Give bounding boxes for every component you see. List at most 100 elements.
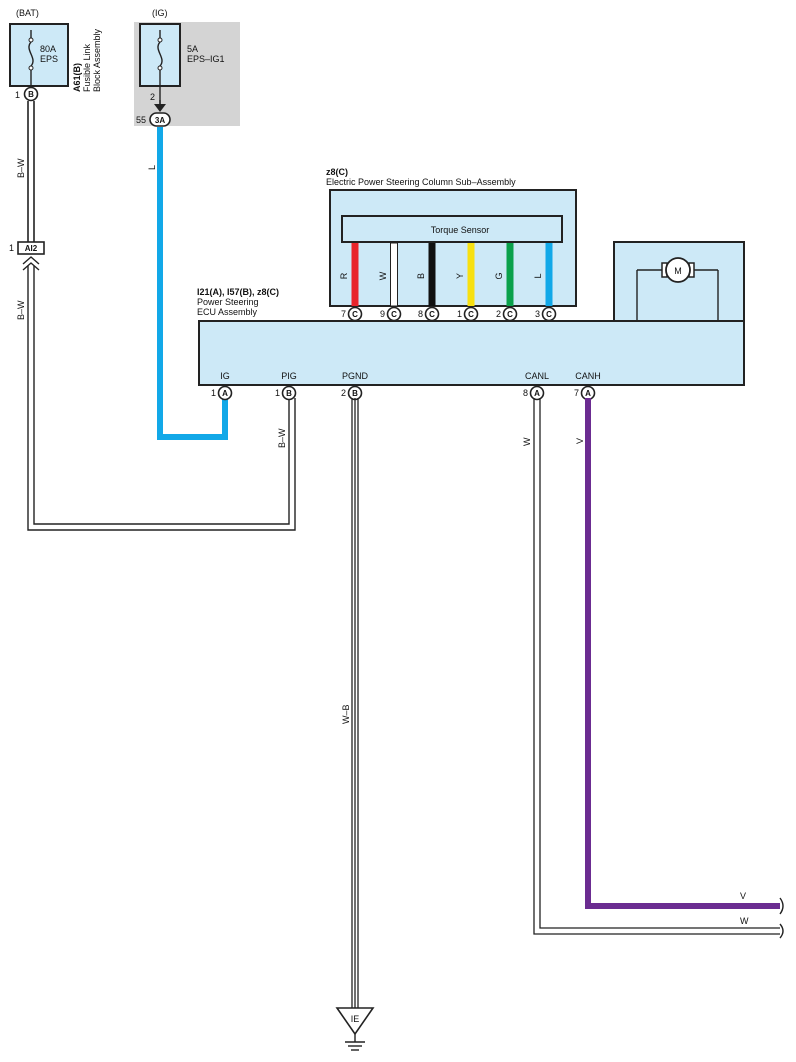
connector-arrow-icon bbox=[154, 104, 166, 112]
ecu-pin-circle bbox=[217, 385, 233, 401]
ecu-box bbox=[198, 320, 745, 386]
pgnd-wire: W–B IE bbox=[335, 398, 375, 1051]
sensor-assembly: z8(C) Electric Power Steering Column Sub… bbox=[326, 167, 577, 335]
ig-fuse-pin-number: 2 bbox=[150, 92, 155, 102]
canl-wire-label: W bbox=[522, 437, 532, 446]
ecu-pin-number: 1 bbox=[211, 388, 216, 398]
torque-pin-number: 2 bbox=[496, 309, 501, 319]
ig-wire-label: L bbox=[147, 165, 157, 170]
torque-sensor-box bbox=[341, 215, 563, 243]
ecu-assembly: I21(A), I57(B), z8(C) Power Steering ECU… bbox=[197, 287, 745, 401]
torque-wire-trq1 bbox=[390, 242, 398, 307]
bat-fuse-rating: 80A bbox=[40, 44, 56, 54]
ecu-terminal-name: CANH bbox=[575, 371, 601, 381]
ig-fuse-node-bottom bbox=[157, 65, 163, 71]
torque-wire-color-label: Y bbox=[455, 273, 465, 279]
torque-sensor-label: Torque Sensor bbox=[431, 225, 490, 235]
bat-assembly-line2: Block Assembly bbox=[92, 28, 102, 92]
ig-fuse-node-top bbox=[157, 37, 163, 43]
ecu-pin-connector: B bbox=[352, 389, 358, 398]
torque-pin-connector: C bbox=[352, 310, 358, 319]
bat-fuse-pin-number: 1 bbox=[15, 90, 20, 100]
torque-wire-color-label: R bbox=[339, 272, 349, 279]
ig-l-wire bbox=[157, 127, 228, 440]
canh-wire-label: V bbox=[575, 438, 585, 444]
bat-wire-lower-b bbox=[33, 266, 290, 525]
bat-fuse-node-bottom bbox=[28, 65, 34, 71]
bat-fuse-node-top bbox=[28, 37, 34, 43]
torque-pin-connector: C bbox=[468, 310, 474, 319]
bat-wire-lower-label: B–W bbox=[16, 300, 26, 320]
bat-fuse-side-labels: A61(B) Fusible Link Block Assembly bbox=[72, 28, 102, 92]
ai2-junction-box bbox=[17, 241, 45, 255]
ecu-title-line3: ECU Assembly bbox=[197, 307, 258, 317]
ground-label: IE bbox=[351, 1014, 360, 1024]
canl-wire-a bbox=[533, 398, 780, 935]
torque-pin-connector: C bbox=[429, 310, 435, 319]
torque-pin-number: 7 bbox=[341, 309, 346, 319]
canl-wire-b bbox=[539, 398, 780, 929]
ecu-pin-number: 2 bbox=[341, 388, 346, 398]
torque-pin-number: 3 bbox=[535, 309, 540, 319]
motor-icon bbox=[665, 257, 691, 283]
connector-chevron-icon bbox=[22, 256, 40, 265]
canh-wire: V V bbox=[575, 398, 784, 915]
ig-junction-connector: 3A bbox=[155, 116, 165, 125]
ecu-pin-number: 7 bbox=[574, 388, 579, 398]
bat-source-label: (BAT) bbox=[16, 8, 39, 18]
out-v-label: V bbox=[740, 891, 746, 901]
bat-assembly-line1: Fusible Link bbox=[82, 43, 92, 92]
fuse-symbol-icon bbox=[28, 41, 34, 67]
bat-fuse-name: EPS bbox=[40, 54, 58, 64]
ecu-pin-number: 8 bbox=[523, 388, 528, 398]
ai2-junction-label: AI2 bbox=[25, 244, 38, 253]
torque-pin-number: 1 bbox=[457, 309, 462, 319]
motor-label: M bbox=[674, 266, 682, 276]
ecu-title-line1: I21(A), I57(B), z8(C) bbox=[197, 287, 279, 297]
bat-fuse-pin-connector: B bbox=[28, 90, 34, 99]
torque-pin-number: 9 bbox=[380, 309, 385, 319]
sensor-assembly-box bbox=[329, 189, 577, 307]
bat-fuse-group: (BAT) 80A EPS 1 B A61(B) Fusible Link Bl… bbox=[9, 8, 102, 102]
ig-fuse-rating: 5A bbox=[187, 44, 198, 54]
pgnd-wire-label: W–B bbox=[341, 704, 351, 724]
bat-fuse-box bbox=[9, 23, 69, 87]
ig-junction-oval bbox=[149, 112, 171, 127]
wire-break-icon bbox=[779, 897, 784, 915]
out-w-label: W bbox=[740, 916, 749, 926]
bat-wire-upper-label: B–W bbox=[16, 158, 26, 178]
torque-pin-connector: C bbox=[391, 310, 397, 319]
ground-triangle bbox=[335, 1007, 375, 1036]
pig-wire-label: B–W bbox=[277, 428, 287, 448]
ai2-pin-number: 1 bbox=[9, 243, 14, 253]
torque-pin-connector: C bbox=[507, 310, 513, 319]
torque-wire-color-label: G bbox=[494, 272, 504, 279]
ecu-pin-circle bbox=[529, 385, 545, 401]
fuse-symbol-icon bbox=[157, 41, 163, 67]
sensor-connector-id: z8(C) bbox=[326, 167, 348, 177]
ig-fuse-name: EPS–IG1 bbox=[187, 54, 225, 64]
ecu-terminal-name: PIG bbox=[281, 371, 297, 381]
ecu-pin-connector: A bbox=[222, 389, 228, 398]
ecu-pin-circle bbox=[281, 385, 297, 401]
ecu-terminal-name: PGND bbox=[342, 371, 369, 381]
ecu-terminal-name: IG bbox=[220, 371, 230, 381]
torque-wire-color-label: W bbox=[378, 271, 388, 280]
ecu-pin-connector: A bbox=[534, 389, 540, 398]
motor-assembly: M bbox=[613, 241, 745, 323]
ecu-pin-connector: B bbox=[286, 389, 292, 398]
torque-wire-color-label: B bbox=[416, 273, 426, 279]
canh-wire-line bbox=[585, 398, 780, 909]
wire-break-icon bbox=[779, 923, 784, 939]
ig-junction-pin: 55 bbox=[136, 115, 146, 125]
canl-wire: W W bbox=[522, 398, 784, 939]
torque-wire-color-label: L bbox=[533, 273, 543, 278]
ecu-title-line2: Power Steering bbox=[197, 297, 259, 307]
ecu-pin-connector: A bbox=[585, 389, 591, 398]
ecu-pin-number: 1 bbox=[275, 388, 280, 398]
